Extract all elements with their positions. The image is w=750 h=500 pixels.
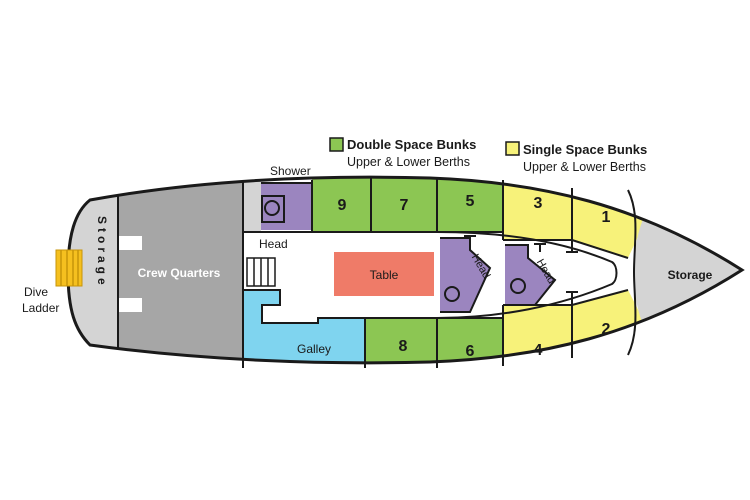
crew-quarters-label: Crew Quarters — [138, 266, 221, 280]
head-aft-label: Head — [259, 237, 288, 251]
ladder-label: Ladder — [22, 301, 59, 315]
head-mid-wall — [440, 237, 492, 313]
shower-area — [243, 177, 261, 232]
legend-double-swatch — [329, 137, 344, 152]
bunk-5-number: 5 — [466, 193, 475, 210]
wall-1-lower — [571, 239, 629, 259]
storage-aft-label: Storage — [95, 216, 109, 289]
bunk-9-number: 9 — [338, 197, 347, 214]
toilet-icon — [264, 200, 280, 216]
bunk-6-area — [437, 318, 503, 363]
forward-cabin-outline — [436, 231, 618, 319]
shower-head-right — [287, 183, 312, 230]
table-shape — [334, 252, 434, 296]
bunk-4-number: 4 — [534, 342, 543, 359]
bunk-7-number: 7 — [400, 197, 409, 214]
legend-single-subtitle: Upper & Lower Berths — [523, 160, 646, 174]
storage-fwd-label: Storage — [668, 268, 713, 282]
hull-outline — [66, 175, 745, 365]
stairs — [246, 257, 276, 287]
galley-counter-wall — [243, 289, 365, 324]
shower-label: Shower — [270, 164, 311, 178]
head-fwd-wall — [505, 244, 557, 306]
wall-2-upper — [571, 289, 629, 306]
bunk-3-number: 3 — [534, 195, 543, 212]
galley-label: Galley — [297, 342, 331, 356]
legend-double-subtitle: Upper & Lower Berths — [347, 155, 470, 169]
legend-single-title: Single Space Bunks — [523, 142, 647, 157]
legend-single-swatch — [505, 141, 520, 156]
wall-fwd-storage — [627, 189, 637, 356]
bunk-7-area — [371, 177, 437, 232]
bunk-4-area — [503, 305, 572, 363]
legend-double-title: Double Space Bunks — [347, 137, 476, 152]
bunk-6-number: 6 — [466, 343, 475, 360]
table-label: Table — [370, 268, 399, 282]
bunk-2-number: 2 — [602, 321, 611, 338]
bunk-1-number: 1 — [602, 209, 611, 226]
crew-quarters-area — [118, 177, 243, 363]
bunk-8-number: 8 — [399, 338, 408, 355]
bunk-5-area — [437, 177, 503, 232]
bunk-8-area — [365, 318, 437, 363]
dive-label: Dive — [24, 285, 48, 299]
bunk-9-area — [312, 177, 371, 232]
toilet-icon — [510, 278, 526, 294]
galley-area — [243, 290, 365, 363]
head-fwd-area — [505, 245, 555, 305]
toilet-icon — [444, 286, 460, 302]
dive-ladder — [55, 249, 83, 287]
